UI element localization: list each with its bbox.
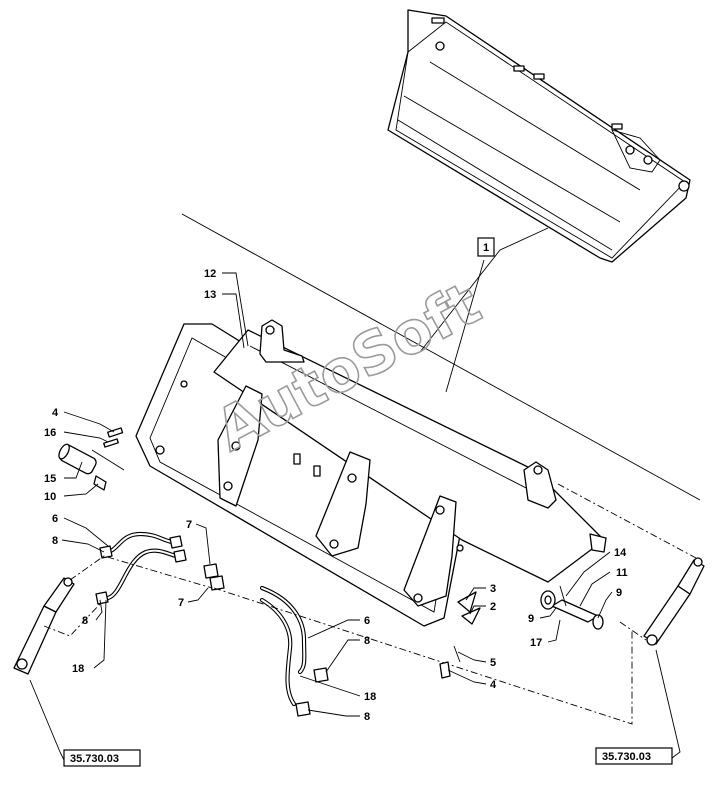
pin-assembly: [540, 585, 604, 630]
callout-16: 16: [44, 427, 56, 439]
callout-9: 9: [528, 613, 534, 625]
leader-item-1: [419, 227, 549, 353]
callout-11: 11: [616, 567, 628, 579]
bucket-assembly-upper: [387, 9, 691, 263]
callout-15: 15: [44, 473, 56, 485]
callout-4: 4: [490, 679, 497, 691]
callout-18: 18: [364, 691, 376, 703]
callout-7: 7: [178, 597, 184, 609]
callout-box-item-1: 1: [477, 237, 495, 257]
callout-12: 12: [204, 268, 216, 280]
hoses-left: [95, 531, 225, 605]
bucket-assembly-lower: [135, 319, 607, 627]
callout-2: 2: [490, 601, 496, 613]
ref-label-right: 35.730.03: [602, 751, 651, 763]
callout-9: 9: [616, 587, 622, 599]
callout-14: 14: [614, 547, 627, 559]
callout-10: 10: [44, 491, 56, 503]
callout-5: 5: [490, 657, 496, 669]
cylinder-right: [643, 557, 705, 646]
callout-7: 7: [186, 519, 192, 531]
callout-4: 4: [52, 407, 59, 419]
separator-line: [181, 213, 701, 501]
callout-numbers: 12 13 4 16 15 10 6 8 7 7 8 18 6 8 18 8 3…: [44, 268, 628, 723]
callout-18: 18: [72, 663, 84, 675]
callout-6: 6: [364, 615, 370, 627]
callout-8: 8: [82, 615, 88, 627]
small-parts-left: [58, 427, 125, 491]
hoses-right: [259, 585, 329, 717]
leader-lines: [29, 272, 681, 761]
callout-17: 17: [530, 637, 542, 649]
callout-6: 6: [52, 513, 58, 525]
callout-1: 1: [483, 242, 489, 254]
callout-8: 8: [52, 535, 58, 547]
callout-3: 3: [490, 583, 496, 595]
ref-box-left: 35.730.03: [63, 749, 141, 767]
callout-8: 8: [364, 711, 370, 723]
ref-label-left: 35.730.03: [70, 753, 119, 765]
callout-8: 8: [364, 635, 370, 647]
cylinder-left: [13, 577, 75, 675]
callout-13: 13: [204, 289, 216, 301]
ref-box-right: 35.730.03: [595, 747, 673, 765]
